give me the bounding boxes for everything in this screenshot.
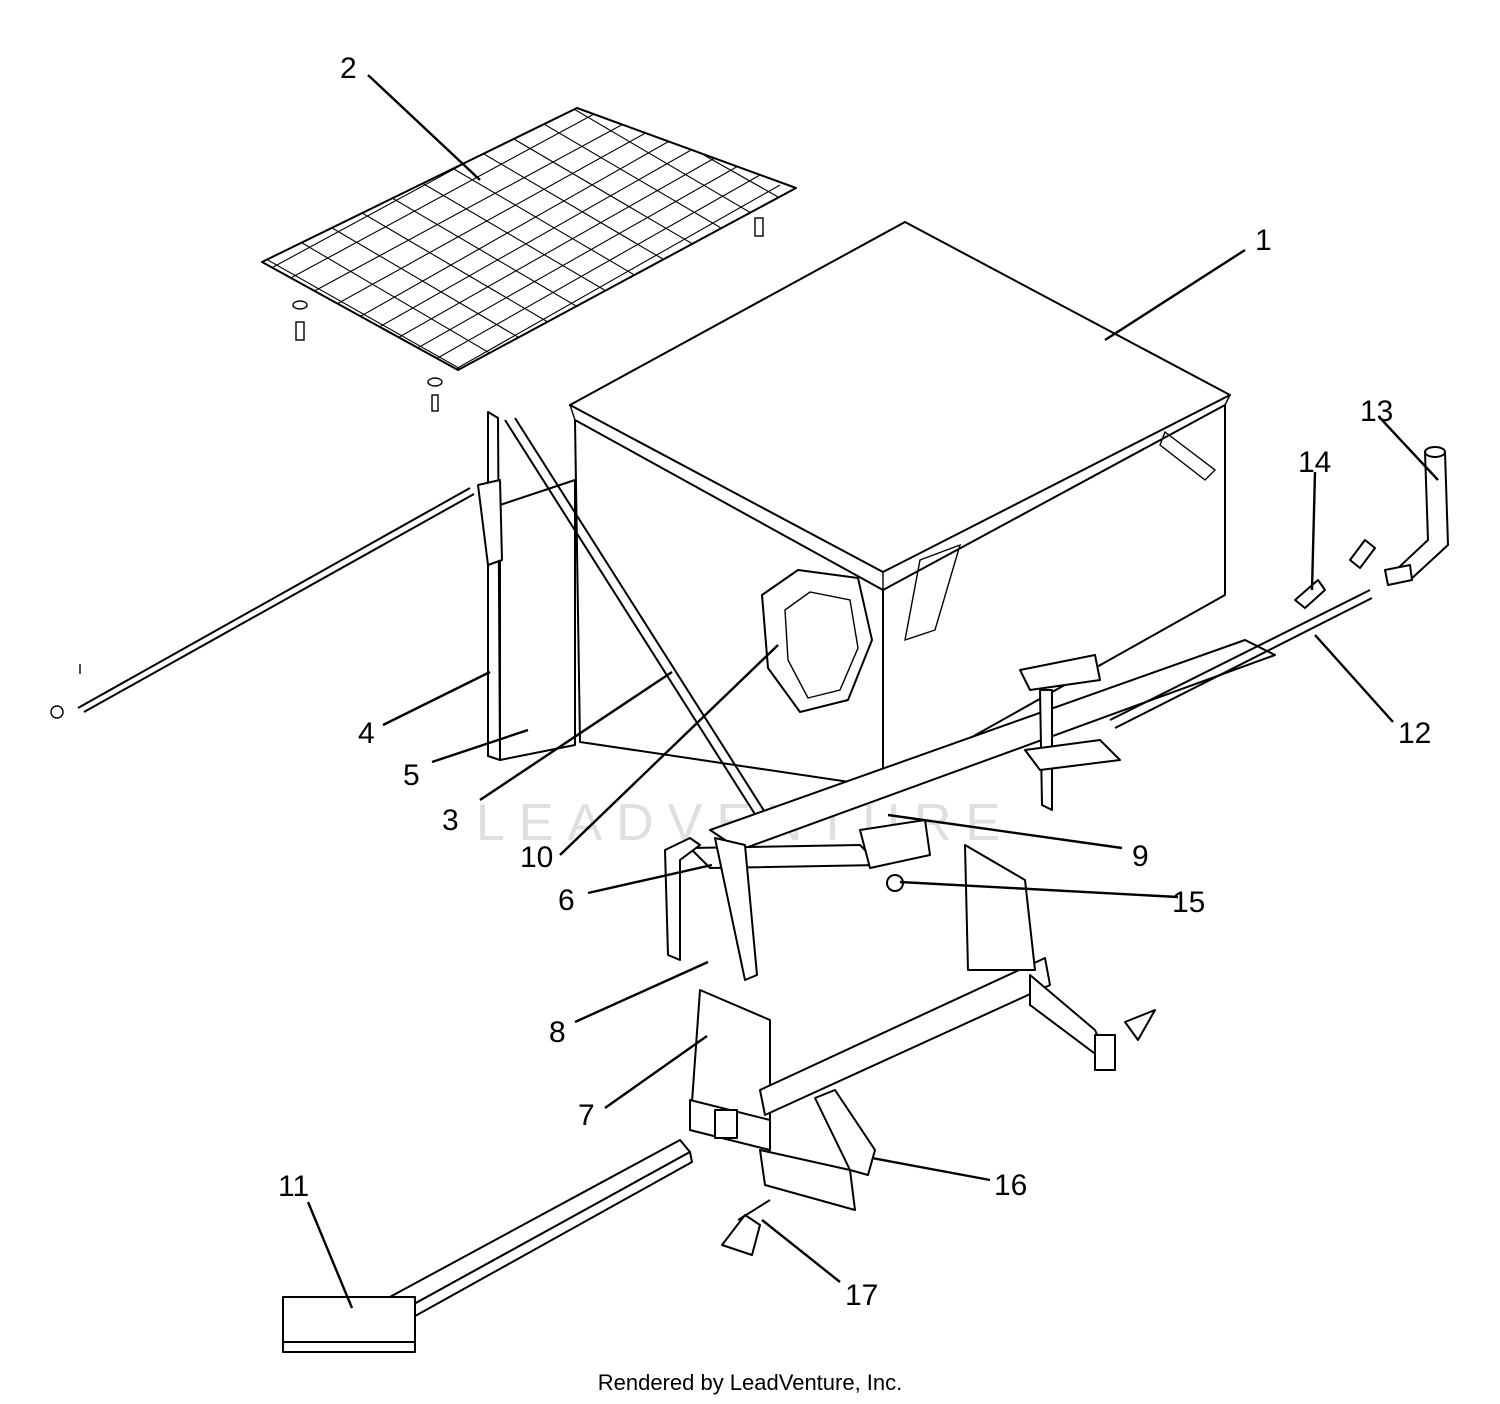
callout-15: 15: [1172, 886, 1205, 919]
callout-labels: 1 2 3 4 5 6 7 8 9 10 11 12 13 14 15 16 1…: [278, 52, 1431, 1312]
side-plate-part: [477, 411, 576, 761]
grate-hardware: [292, 217, 764, 412]
callout-11: 11: [278, 1170, 309, 1203]
leader-8: [574, 960, 709, 1024]
leader-1: [1104, 248, 1246, 342]
tongue-bar-part: [282, 1139, 693, 1353]
leader-16: [871, 1156, 991, 1182]
leader-17: [761, 1219, 841, 1283]
handle-part: [1384, 446, 1449, 586]
callout-13: 13: [1360, 395, 1393, 428]
callout-2: 2: [340, 52, 357, 85]
callout-9: 9: [1132, 840, 1149, 873]
callout-14: 14: [1298, 446, 1331, 479]
hitch-frame-part: [689, 844, 1116, 1211]
callout-12: 12: [1398, 717, 1431, 750]
leader-4: [382, 670, 491, 727]
footer-credit: Rendered by LeadVenture, Inc.: [597, 1370, 903, 1395]
callout-7: 7: [578, 1099, 595, 1132]
leader-9: [887, 813, 1123, 850]
leader-13: [1381, 419, 1439, 481]
leader-15: [899, 880, 1179, 899]
callout-10: 10: [520, 841, 553, 874]
leader-10: [559, 644, 779, 856]
mount-bracket-part: [814, 1089, 876, 1176]
leader-2: [367, 74, 481, 181]
leader-5: [431, 728, 529, 764]
agitator-rod-part: [50, 487, 475, 719]
leader-14: [1310, 471, 1317, 591]
callout-17: 17: [845, 1279, 878, 1312]
brace-rod-part: [504, 417, 776, 831]
leader-12: [1314, 634, 1394, 723]
leader-lines: [306, 74, 1439, 1309]
control-rod-part: [1109, 539, 1376, 729]
callout-16: 16: [994, 1169, 1027, 1202]
leader-6: [587, 863, 713, 895]
leader-11: [306, 1201, 354, 1309]
callout-8: 8: [549, 1016, 566, 1049]
frame-part: [664, 639, 1276, 981]
hitch-pin-part: [721, 1009, 1156, 1256]
callout-4: 4: [358, 717, 375, 750]
callout-3: 3: [442, 804, 459, 837]
callout-5: 5: [403, 759, 420, 792]
hopper-box-part: [569, 221, 1231, 788]
leader-7: [604, 1035, 708, 1109]
callout-1: 1: [1255, 224, 1272, 257]
callout-6: 6: [558, 884, 575, 917]
leader-3: [479, 671, 673, 801]
